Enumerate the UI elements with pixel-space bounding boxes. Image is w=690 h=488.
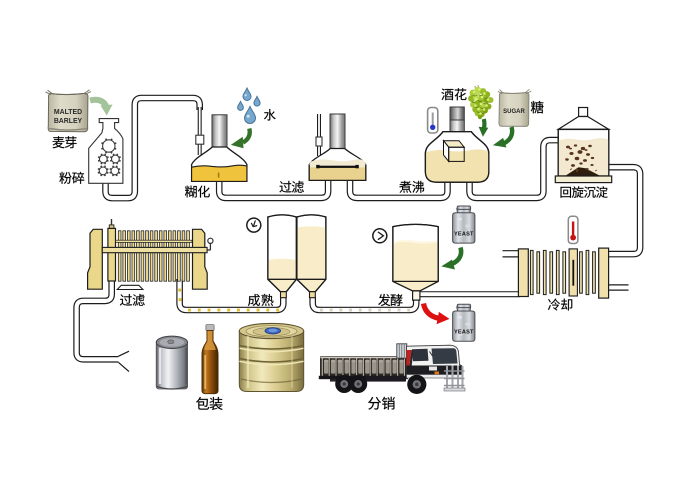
svg-text:MALTED: MALTED	[54, 109, 82, 116]
svg-text:BARLEY: BARLEY	[54, 118, 83, 125]
svg-text:YEAST: YEAST	[454, 231, 474, 237]
svg-text:YEAST: YEAST	[454, 330, 474, 336]
svg-text:SUGAR: SUGAR	[503, 109, 525, 115]
